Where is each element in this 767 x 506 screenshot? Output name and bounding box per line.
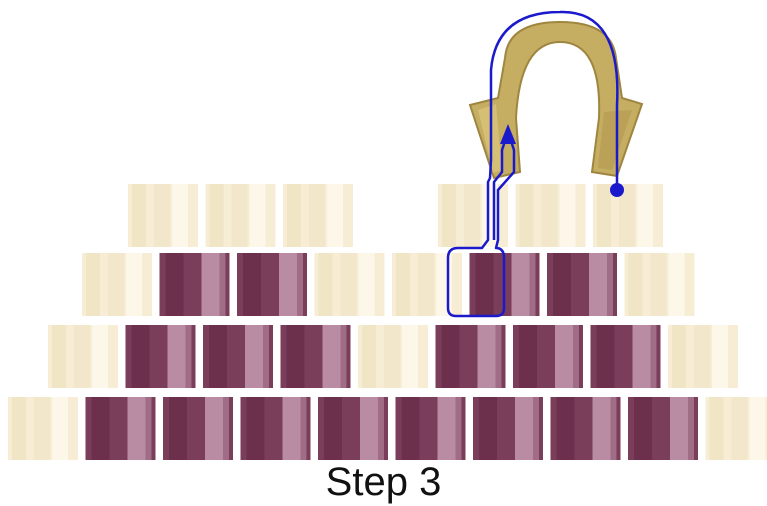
row-2 [82,253,695,316]
movement-path [446,10,619,318]
cream-brick [205,184,276,247]
maroon-brick [550,397,621,460]
cream-brick [48,325,118,388]
cream-brick [314,253,385,316]
maroon-brick [473,397,543,460]
cream-brick [668,325,738,388]
maroon-brick [395,397,466,460]
cream-brick [438,184,508,247]
step-caption: Step 3 [325,460,442,504]
cream-brick [82,253,152,316]
maroon-brick [237,253,307,316]
maroon-brick [318,397,388,460]
maroon-brick [628,397,698,460]
up-arrow-icon [500,124,516,144]
row-4 [8,397,767,460]
maroon-brick [280,325,351,388]
maroon-brick [125,325,196,388]
cream-brick [8,397,78,460]
maroon-brick [85,397,156,460]
row-3 [48,325,738,388]
maroon-brick [163,397,233,460]
row-1 [128,184,663,247]
cream-brick [283,184,353,247]
cream-brick [624,253,695,316]
cream-brick [705,397,767,460]
maroon-brick [513,325,583,388]
cream-brick [128,184,198,247]
path-end-dot-icon [610,183,624,197]
maroon-brick [240,397,311,460]
cream-brick [515,184,586,247]
maroon-brick [159,253,230,316]
maroon-brick [203,325,273,388]
cream-brick [358,325,428,388]
maroon-brick [547,253,617,316]
maroon-brick [435,325,506,388]
brick-grid [8,184,767,460]
maroon-brick [590,325,661,388]
cream-brick [593,184,663,247]
cream-brick [392,253,462,316]
